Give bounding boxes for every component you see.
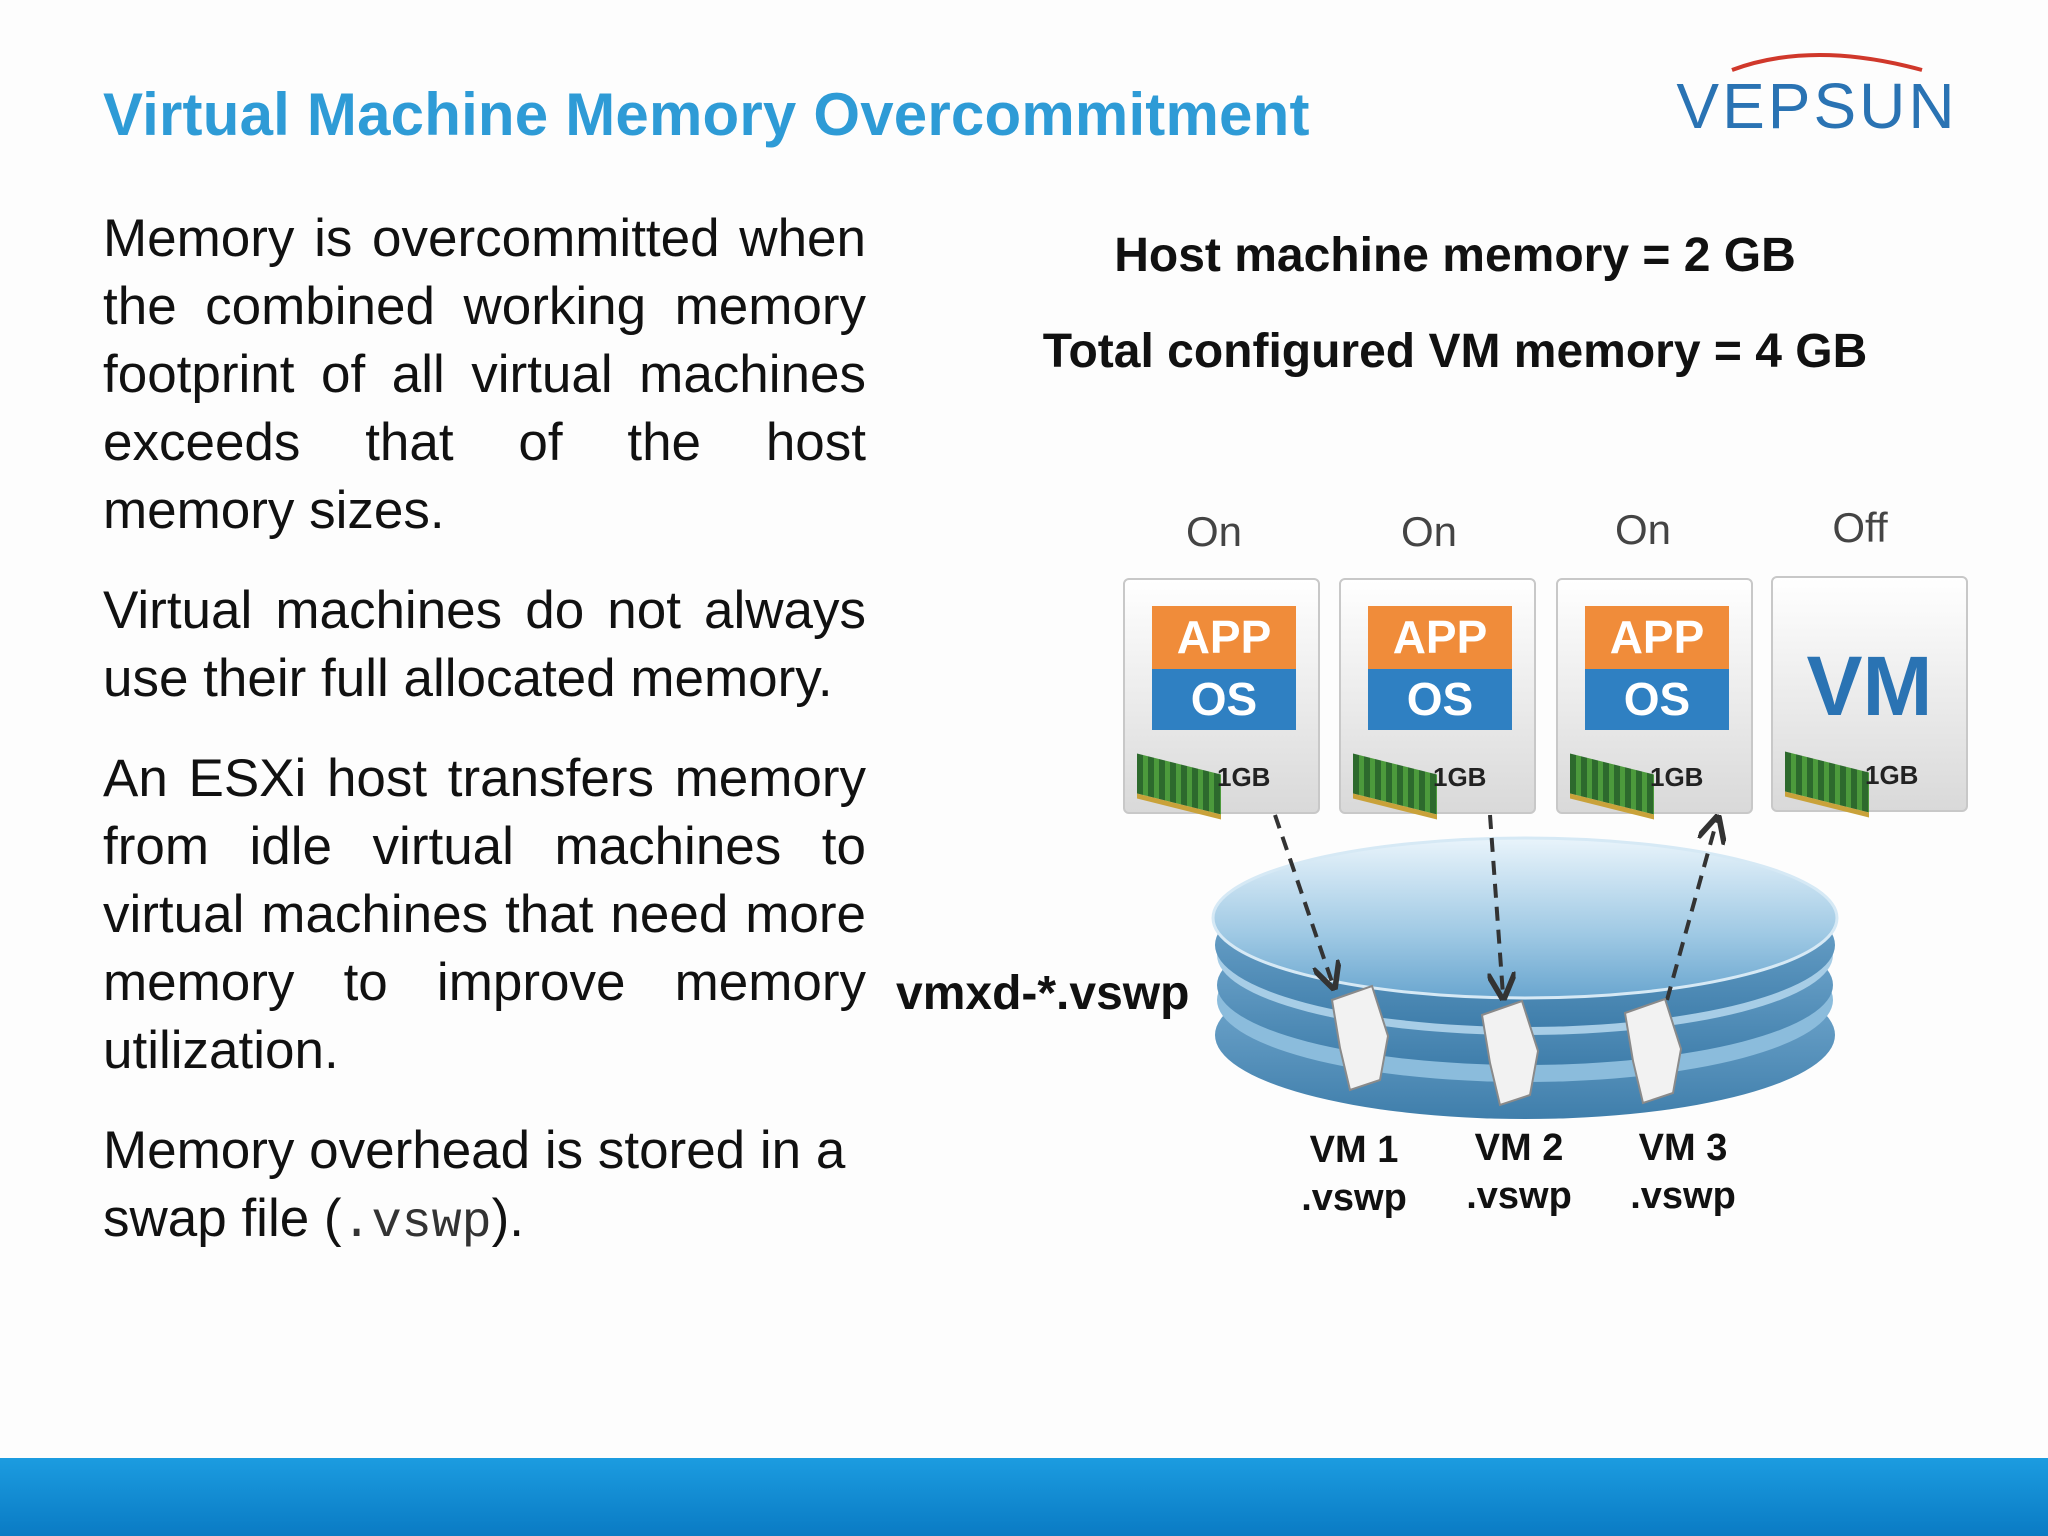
os-layer: OS [1152, 669, 1296, 730]
swap-text-suffix: ). [491, 1189, 524, 1248]
vm-memory: 1GB [1650, 762, 1704, 792]
swap-file-icon-1 [1330, 984, 1390, 1092]
vm-memory: 1GB [1865, 760, 1919, 790]
os-layer: OS [1368, 669, 1512, 730]
vm2-status: On [1400, 508, 1458, 555]
paragraph-allocation: Virtual machines do not always use their… [103, 581, 866, 708]
host-memory-label: Host machine memory = 2 GB [1114, 229, 1796, 282]
paragraph-transfer: An ESXi host transfers memory from idle … [103, 749, 866, 1080]
swap-file-icon-3 [1623, 997, 1683, 1105]
arrow-swap-to-vm3 [1665, 820, 1717, 1001]
vm-card-3[interactable]: APP OS 1GB [1556, 578, 1753, 820]
vepsun-logo: VEPSUN [1676, 53, 1957, 142]
vm4-status: Off [1832, 504, 1888, 551]
swap-file-label-3: VM 3 .vswp [1613, 1124, 1753, 1220]
arrow-vm2-to-swap [1490, 814, 1503, 995]
app-layer: APP [1152, 606, 1296, 669]
swap-file-icon-2 [1480, 999, 1540, 1107]
os-layer: OS [1585, 669, 1729, 730]
swap-file-code: .vswp [341, 1195, 492, 1252]
vm-memory: 1GB [1433, 762, 1487, 792]
datastore-label: vmxd-*.vswp [896, 967, 1190, 1020]
paragraph-overcommit: Memory is overcommitted when the combine… [103, 209, 866, 540]
vm-memory: 1GB [1217, 762, 1271, 792]
vm1-status: On [1185, 508, 1243, 555]
arrow-vm1-to-swap [1273, 814, 1333, 985]
app-layer: APP [1585, 606, 1729, 669]
swap-text-prefix: Memory overhead is stored in a swap file… [103, 1121, 846, 1248]
swap-file-ext: .vswp [1630, 1175, 1736, 1217]
total-vm-memory-label: Total configured VM memory = 4 GB [1042, 325, 1868, 378]
svg-text:VEPSUN: VEPSUN [1676, 70, 1957, 142]
paragraph-swap: Memory overhead is stored in a swap file… [103, 1117, 866, 1258]
vm3-status: On [1614, 506, 1672, 553]
app-layer: APP [1368, 606, 1512, 669]
vm-card-4[interactable]: VM 1GB [1771, 576, 1968, 818]
swap-file-ext: .vswp [1301, 1177, 1407, 1219]
slide-title: Virtual Machine Memory Overcommitment [103, 81, 1310, 148]
body-text: Memory is overcommitted when the combine… [103, 205, 866, 1290]
vm-logo: VM [1806, 639, 1933, 733]
swap-file-name: VM 1 [1309, 1129, 1399, 1171]
swap-file-label-2: VM 2 .vswp [1449, 1124, 1589, 1220]
footer-bar [0, 1458, 2048, 1536]
swap-file-name: VM 3 [1638, 1127, 1728, 1169]
swap-file-name: VM 2 [1474, 1127, 1564, 1169]
vm-card-1[interactable]: APP OS 1GB [1123, 578, 1320, 820]
vm-card-2[interactable]: APP OS 1GB [1339, 578, 1536, 820]
swap-file-ext: .vswp [1466, 1175, 1572, 1217]
swap-file-icons [1330, 984, 1683, 1107]
swap-file-label-1: VM 1 .vswp [1284, 1126, 1424, 1222]
